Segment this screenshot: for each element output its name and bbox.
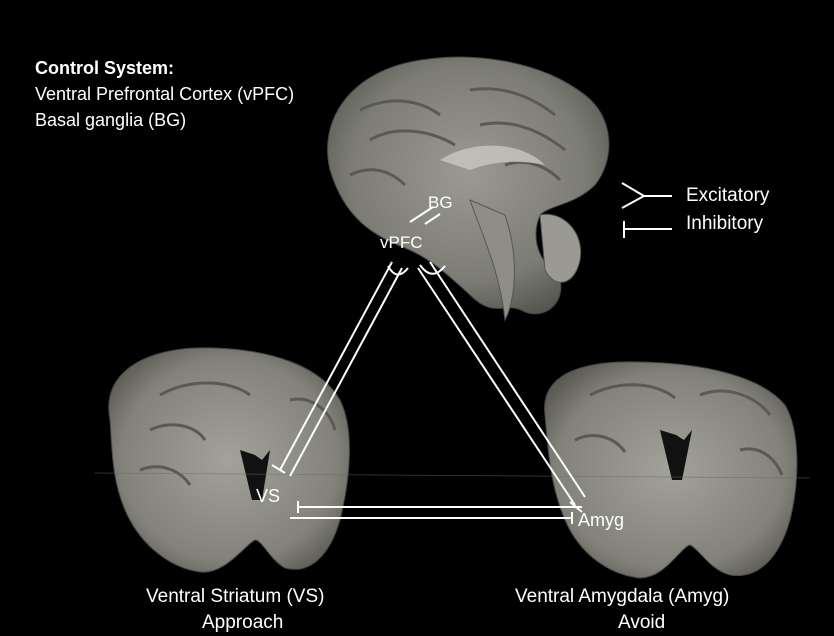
legend-excitatory-symbol bbox=[622, 183, 672, 208]
caption-vs-role: Approach bbox=[202, 612, 283, 634]
caption-amyg-name: Ventral Amygdala (Amyg) bbox=[515, 586, 729, 608]
control-system-bg-label: Basal ganglia (BG) bbox=[35, 110, 186, 131]
caption-amyg-role: Avoid bbox=[618, 612, 665, 634]
legend-inhibitory-symbol bbox=[624, 221, 672, 238]
control-system-vpfc-label: Ventral Prefrontal Cortex (vPFC) bbox=[35, 84, 294, 105]
node-bg-label: BG bbox=[428, 193, 453, 213]
left-coronal-brain-image bbox=[109, 348, 350, 572]
legend-inhibitory-label: Inhibitory bbox=[686, 213, 763, 235]
node-vpfc-label: vPFC bbox=[380, 233, 423, 253]
node-amyg-label: Amyg bbox=[578, 510, 624, 531]
caption-vs-name: Ventral Striatum (VS) bbox=[146, 586, 324, 608]
control-system-title: Control System: bbox=[35, 58, 174, 79]
node-vs-label: VS bbox=[256, 486, 280, 507]
right-coronal-brain-image bbox=[545, 362, 797, 578]
legend-excitatory-label: Excitatory bbox=[686, 185, 769, 207]
sagittal-brain-image bbox=[328, 57, 609, 320]
